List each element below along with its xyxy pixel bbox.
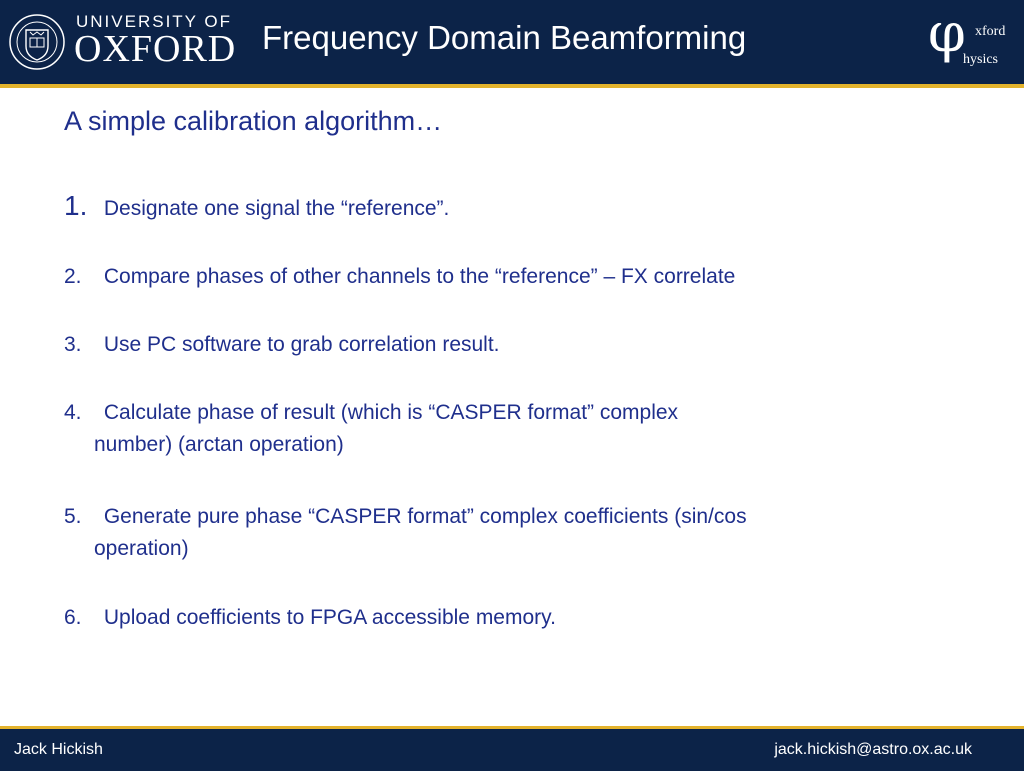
footer-author: Jack Hickish — [14, 741, 103, 758]
list-item-number: 6. — [64, 606, 82, 629]
list-item-number: 1. — [64, 190, 88, 221]
list-item-text: Compare phases of other channels to the … — [103, 265, 736, 288]
slide-subtitle: A simple calibration algorithm… — [64, 106, 443, 136]
list-item: 6. Upload coefficients to FPGA accessibl… — [64, 602, 924, 634]
list-item-number: 3. — [64, 333, 82, 356]
list-item: 4. Calculate phase of result (which is “… — [64, 397, 924, 461]
university-label: UNIVERSITY OF — [76, 12, 233, 31]
list-item-number: 5. — [64, 505, 82, 528]
list-item: 5. Generate pure phase “CASPER format” c… — [64, 501, 924, 565]
list-item-text: Use PC software to grab correlation resu… — [103, 333, 500, 356]
footer-email: jack.hickish@astro.ox.ac.uk — [774, 741, 972, 758]
physics-logo-top: xford — [975, 24, 1006, 39]
list-item-continuation: number) (arctan operation) — [94, 433, 344, 456]
slide-title: Frequency Domain Beamforming — [262, 19, 747, 56]
list-item-continuation: operation) — [94, 537, 189, 560]
list-item-number: 2. — [64, 265, 82, 288]
list-item-text: Calculate phase of result (which is “CAS… — [103, 401, 679, 424]
list-item-text: Upload coefficients to FPGA accessible m… — [103, 606, 556, 629]
oxford-wordmark: OXFORD — [74, 28, 237, 70]
list-item: 2. Compare phases of other channels to t… — [64, 261, 924, 293]
list-item-text: Generate pure phase “CASPER format” comp… — [103, 505, 747, 528]
slide-footer: Jack Hickish jack.hickish@astro.ox.ac.uk — [0, 726, 1024, 771]
oxford-crest-icon — [9, 14, 65, 70]
slide-header: UNIVERSITY OF OXFORD Frequency Domain Be… — [0, 0, 1024, 88]
physics-logo-bottom: hysics — [963, 52, 998, 67]
physics-phi-symbol: φ — [928, 1, 966, 64]
list-item-text: Designate one signal the “reference”. — [103, 197, 450, 220]
list-item-number: 4. — [64, 401, 82, 424]
list-item: 3. Use PC software to grab correlation r… — [64, 329, 924, 361]
list-item: 1. Designate one signal the “reference”. — [64, 190, 924, 225]
